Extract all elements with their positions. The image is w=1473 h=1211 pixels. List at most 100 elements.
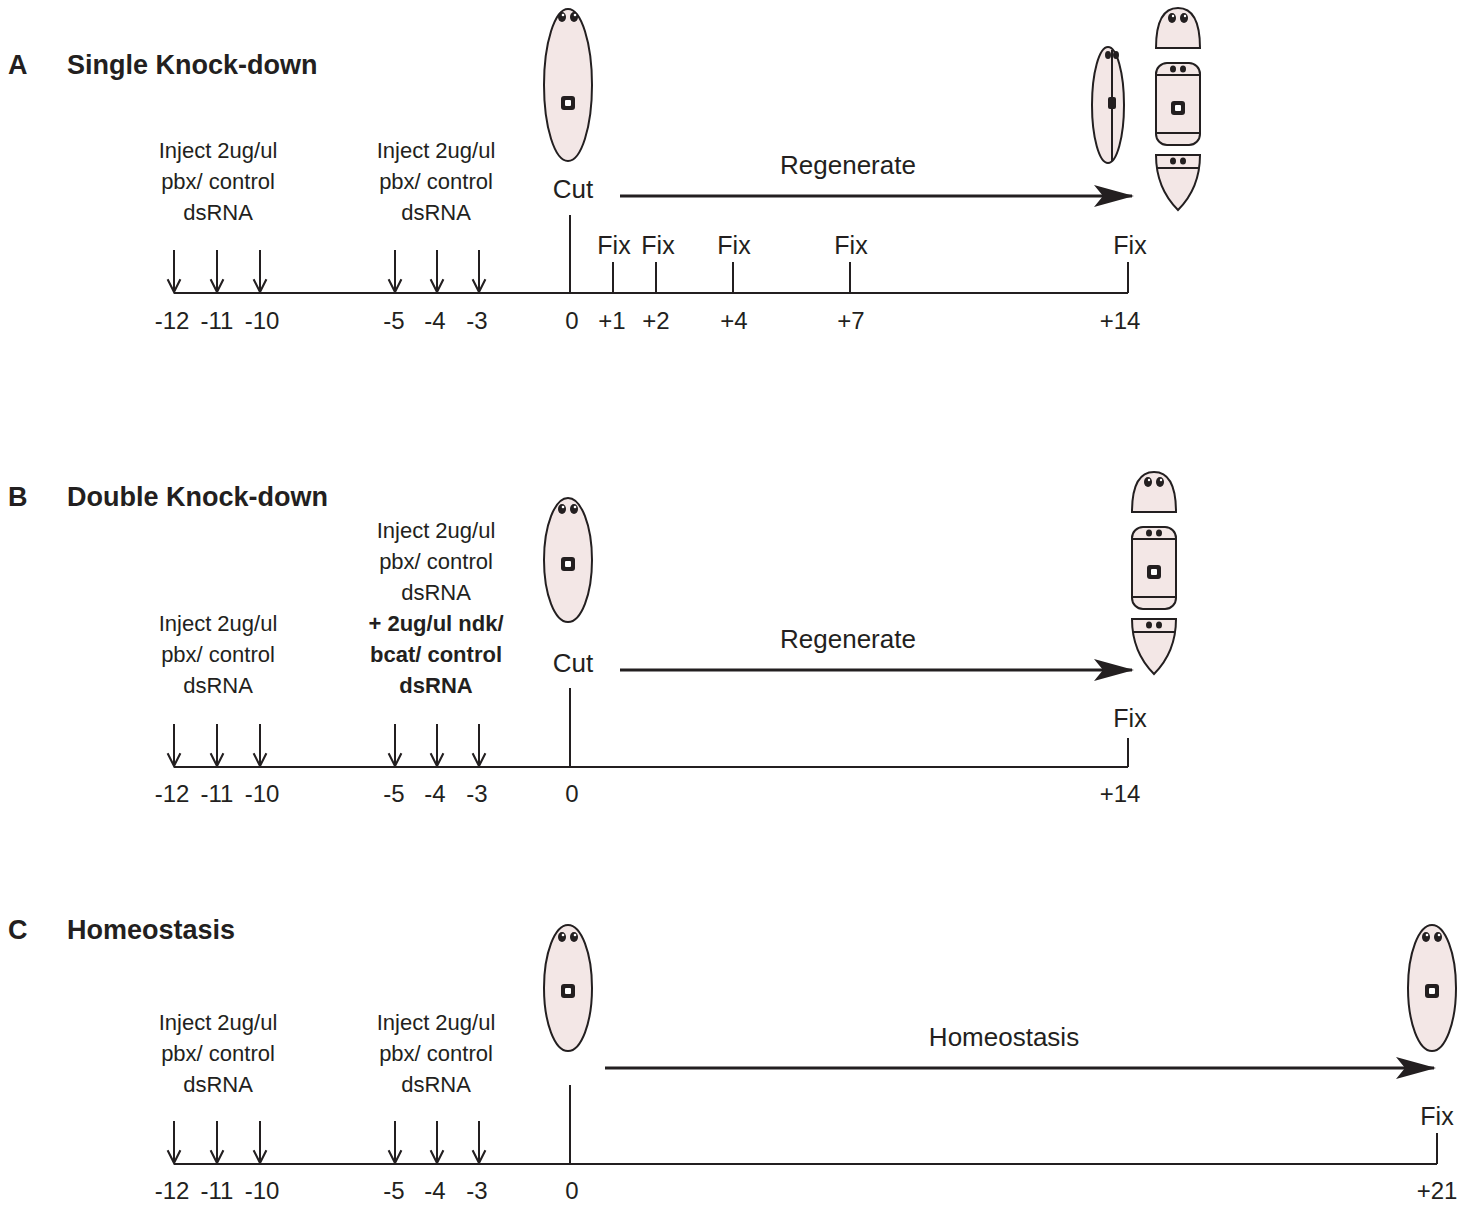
day-number: 0 bbox=[565, 780, 578, 809]
art-path bbox=[1156, 8, 1200, 48]
art-line bbox=[436, 1121, 438, 1163]
day-number: -12 bbox=[155, 780, 190, 809]
day-number: -5 bbox=[383, 780, 404, 809]
art-line bbox=[173, 250, 175, 292]
art-line bbox=[620, 669, 1132, 672]
injection-note: Inject 2ug/ul pbx/ control dsRNA bbox=[143, 135, 293, 228]
art-line bbox=[478, 1121, 480, 1163]
day-number: -11 bbox=[201, 780, 234, 809]
injection-note: Inject 2ug/ul pbx/ control dsRNA bbox=[361, 515, 511, 608]
injection-note: Inject 2ug/ul pbx/ control dsRNA bbox=[361, 1007, 511, 1100]
art-rect bbox=[1425, 984, 1439, 998]
art-line bbox=[1127, 738, 1129, 767]
day-number: -12 bbox=[155, 307, 190, 336]
art-line bbox=[259, 250, 261, 292]
art-line bbox=[478, 724, 480, 766]
art-line bbox=[174, 766, 1128, 768]
art-line bbox=[569, 215, 571, 293]
injection-note: Inject 2ug/ul pbx/ control dsRNA bbox=[361, 135, 511, 228]
art-circle bbox=[574, 934, 577, 937]
day-number: +1 bbox=[598, 307, 625, 336]
art-line bbox=[436, 724, 438, 766]
art-line bbox=[1157, 74, 1199, 76]
art-rect bbox=[1108, 97, 1116, 109]
art-line bbox=[1436, 1133, 1438, 1164]
art-line bbox=[394, 250, 396, 292]
art-line bbox=[1127, 262, 1129, 293]
art-circle bbox=[562, 506, 565, 509]
art-ellipse bbox=[1180, 13, 1188, 23]
art-rect bbox=[565, 100, 571, 106]
planarian-whole bbox=[544, 498, 592, 622]
day-number: -5 bbox=[383, 307, 404, 336]
art-line bbox=[174, 292, 1128, 294]
art-line bbox=[173, 1121, 175, 1163]
day-number: -10 bbox=[245, 780, 280, 809]
art-ellipse bbox=[1408, 925, 1456, 1051]
art-rect bbox=[1156, 63, 1200, 145]
art-line bbox=[174, 1163, 1437, 1165]
art-line bbox=[394, 724, 396, 766]
day-number: 0 bbox=[565, 307, 578, 336]
phase-label: Regenerate bbox=[780, 150, 916, 181]
art-line bbox=[436, 250, 438, 292]
day-number: 0 bbox=[565, 1177, 578, 1206]
planarian-fragments bbox=[1156, 8, 1200, 210]
phase-label: Homeostasis bbox=[929, 1022, 1079, 1053]
art-line bbox=[1157, 167, 1199, 169]
planarian-whole bbox=[544, 9, 592, 161]
art-ellipse bbox=[570, 932, 578, 942]
day-number: +21 bbox=[1417, 1177, 1458, 1206]
phase-label: Regenerate bbox=[780, 624, 916, 655]
planarian-whole bbox=[544, 925, 592, 1051]
art-rect bbox=[1171, 101, 1185, 115]
cut-label: Cut bbox=[553, 174, 593, 205]
injection-note: Inject 2ug/ul pbx/ control dsRNA bbox=[143, 1007, 293, 1100]
planarian-sagittal bbox=[1092, 47, 1124, 163]
art-rect bbox=[565, 988, 571, 994]
art-ellipse bbox=[558, 12, 566, 22]
day-number: +7 bbox=[837, 307, 864, 336]
panel-a-lines bbox=[174, 196, 1132, 293]
art-circle bbox=[1184, 15, 1186, 17]
fix-label: Fix bbox=[834, 230, 867, 260]
fix-label: Fix bbox=[1420, 1101, 1453, 1131]
art-ellipse bbox=[558, 504, 566, 514]
day-number: -3 bbox=[466, 307, 487, 336]
art-line bbox=[478, 250, 480, 292]
day-number: -3 bbox=[466, 1177, 487, 1206]
day-number: -4 bbox=[424, 307, 445, 336]
day-number: -4 bbox=[424, 1177, 445, 1206]
art-ellipse bbox=[1170, 158, 1176, 165]
day-number: -11 bbox=[201, 307, 234, 336]
art-ellipse bbox=[1422, 932, 1430, 942]
art-rect bbox=[561, 557, 575, 571]
art-line bbox=[1157, 132, 1199, 134]
panel-c-lines bbox=[174, 1068, 1437, 1164]
art-line bbox=[655, 262, 657, 293]
art-ellipse bbox=[1170, 66, 1176, 73]
art-circle bbox=[1172, 15, 1174, 17]
panel-title: Homeostasis bbox=[67, 914, 235, 946]
art-line bbox=[216, 724, 218, 766]
art-line bbox=[605, 1067, 1434, 1070]
cut-label: Cut bbox=[553, 648, 593, 679]
art-line bbox=[732, 262, 734, 293]
fix-label: Fix bbox=[1113, 703, 1146, 733]
day-number: +4 bbox=[720, 307, 747, 336]
art-ellipse bbox=[1113, 51, 1119, 59]
fix-label: Fix bbox=[1113, 230, 1146, 260]
art-ellipse bbox=[558, 932, 566, 942]
art-line bbox=[849, 262, 851, 293]
art-ellipse bbox=[570, 12, 578, 22]
art-ellipse bbox=[1180, 158, 1186, 165]
art-line bbox=[569, 688, 571, 767]
day-number: -3 bbox=[466, 780, 487, 809]
day-number: -10 bbox=[245, 1177, 280, 1206]
art-rect bbox=[1429, 988, 1435, 994]
day-number: +14 bbox=[1100, 307, 1141, 336]
injection-note: + 2ug/ul ndk/ bcat/ control dsRNA bbox=[354, 608, 519, 701]
panel-title: Single Knock-down bbox=[67, 49, 318, 81]
art-line bbox=[259, 1121, 261, 1163]
art-ellipse bbox=[1434, 932, 1442, 942]
